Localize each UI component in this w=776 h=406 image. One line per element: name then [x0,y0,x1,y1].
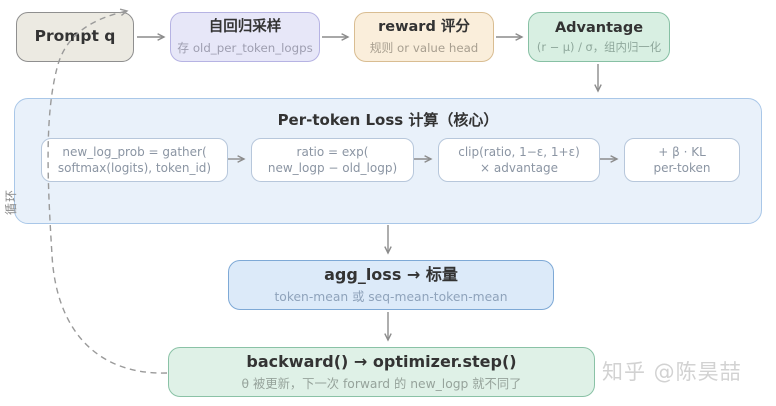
step-line1: + β · KL [658,144,706,159]
node-subtitle: token-mean 或 seq-mean-token-mean [274,290,508,304]
zhihu-watermark: 知乎 @陈昊喆 [602,360,742,384]
node-title: Advantage [554,19,644,36]
step-line2: new_logp − old_logp) [267,161,398,175]
node-advantage: Advantage (r − μ) / σ，组内归一化 [528,12,670,62]
step-line2: per-token [653,161,711,175]
node-prompt-q: Prompt q [16,12,134,62]
step-line1: new_log_prob = gather( [62,144,207,159]
node-subtitle: (r − μ) / σ，组内归一化 [536,40,662,55]
loop-label: 循环 [4,189,18,216]
node-agg-loss: agg_loss → 标量 token-mean 或 seq-mean-toke… [228,260,554,310]
per-token-loss-container: Per-token Loss 计算（核心） new_log_prob = gat… [14,98,762,224]
node-subtitle: 存 old_per_token_logps [177,40,313,55]
node-title: Prompt q [34,27,116,46]
step-line2: × advantage [480,161,558,175]
step-clip: clip(ratio, 1−ε, 1+ε) × advantage [438,138,600,182]
step-line2: softmax(logits), token_id) [57,161,212,175]
node-subtitle: θ 被更新，下一次 forward 的 new_logp 就不同了 [241,377,522,391]
per-token-loss-title: Per-token Loss 计算（核心） [277,111,499,129]
step-line1: clip(ratio, 1−ε, 1+ε) [458,144,580,159]
node-title: backward() → optimizer.step() [246,352,517,371]
step-ratio: ratio = exp( new_logp − old_logp) [251,138,414,182]
node-autoregressive-sampling: 自回归采样 存 old_per_token_logps [170,12,320,62]
node-backward-optimizer-step: backward() → optimizer.step() θ 被更新，下一次 … [168,347,595,397]
node-title: reward 评分 [378,19,470,36]
step-kl-penalty: + β · KL per-token [624,138,740,182]
node-reward-scoring: reward 评分 规则 or value head [354,12,494,62]
node-subtitle: 规则 or value head [369,40,479,55]
step-new-log-prob: new_log_prob = gather( softmax(logits), … [41,138,228,182]
node-title: agg_loss → 标量 [324,265,458,284]
step-line1: ratio = exp( [296,144,369,159]
node-title: 自回归采样 [208,19,282,36]
